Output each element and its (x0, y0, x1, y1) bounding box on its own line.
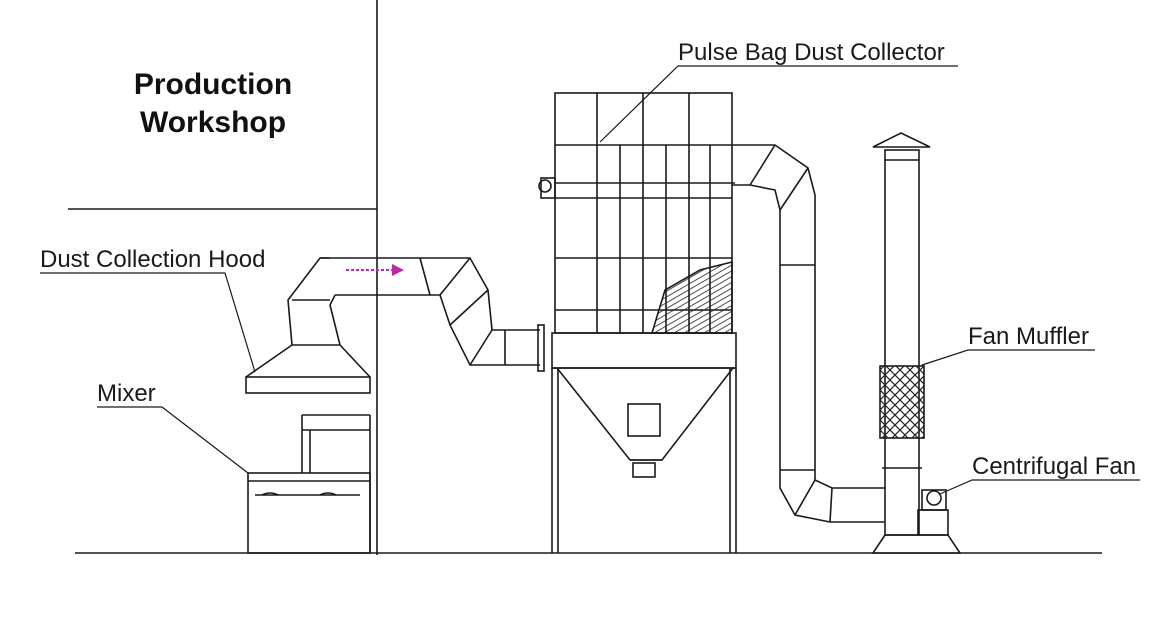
workshop-wall (68, 0, 378, 555)
inlet-duct (320, 257, 545, 372)
centrifugal-fan (917, 489, 949, 536)
dust-collection-hood (245, 257, 371, 394)
outlet-duct (732, 144, 885, 523)
pulse-bag-label: Pulse Bag Dust Collector (678, 39, 945, 66)
label-leaders (40, 65, 1140, 495)
mixer-label: Mixer (97, 380, 156, 407)
muffler-label: Fan Muffler (968, 323, 1089, 350)
pulse-bag-collector (538, 92, 737, 553)
flow-direction-arrow (346, 264, 404, 276)
fan-muffler (879, 365, 925, 439)
exhaust-stack (871, 132, 962, 554)
hood-label: Dust Collection Hood (40, 246, 266, 273)
mixer-machine (247, 414, 371, 554)
fan-label: Centrifugal Fan (972, 453, 1137, 480)
workshop-title: Production Workshop (133, 68, 293, 139)
